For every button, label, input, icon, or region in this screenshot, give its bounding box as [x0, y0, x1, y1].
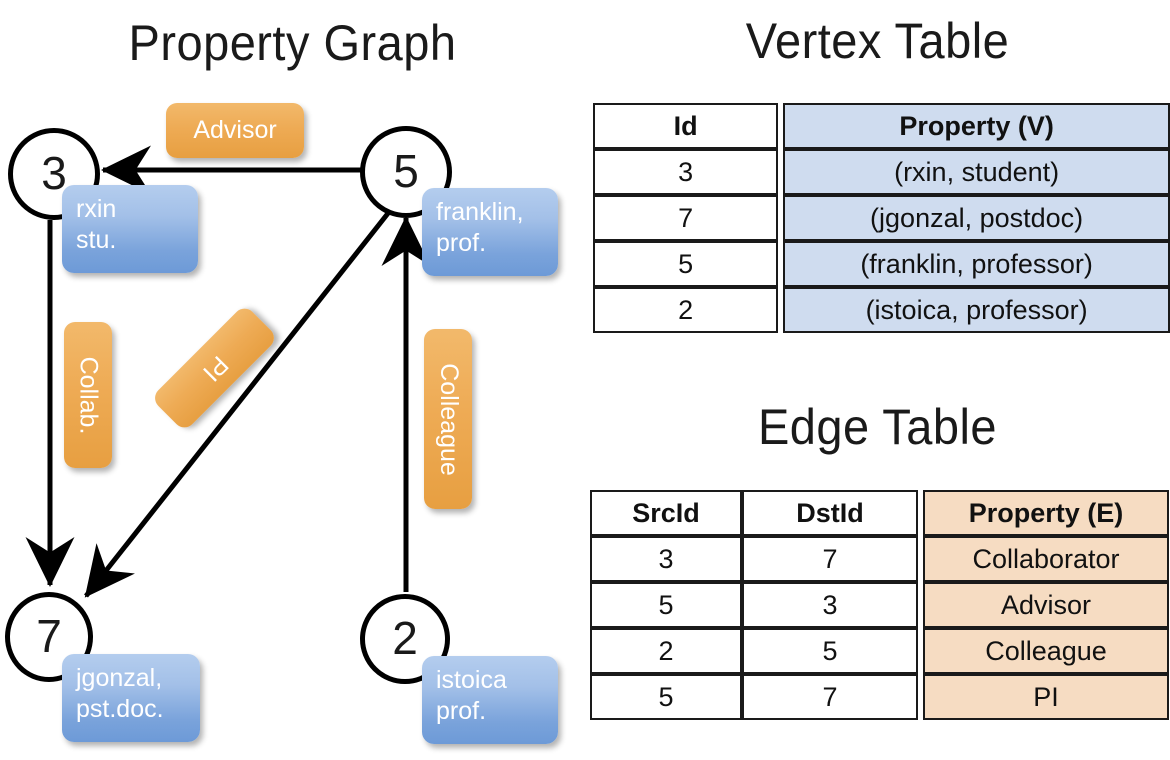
- page-title-edge-table: Edge Table: [757, 399, 998, 455]
- vertex-cell-property: (istoica, professor): [783, 287, 1170, 333]
- edge-table-column-gap: [918, 490, 923, 536]
- edge-table-header-row: SrcId DstId Property (E): [590, 490, 1169, 536]
- edge-label-colleague-text: Colleague: [434, 362, 463, 476]
- vertex-table-column-gap: [778, 287, 784, 333]
- edge-table-header-property: Property (E): [923, 490, 1169, 536]
- graph-node-5-label: 5: [393, 145, 419, 197]
- graph-node-3-label: 3: [41, 147, 67, 199]
- property-box-jgonzal-line1: jgonzal,: [76, 664, 163, 692]
- edge-label-collab-text: Collab.: [74, 356, 103, 434]
- vertex-table-column-gap: [778, 149, 784, 195]
- edge-5-to-7: [84, 210, 391, 598]
- edge-cell-srcid: 2: [590, 628, 742, 674]
- property-box-istoica-line1: istoica: [436, 666, 507, 694]
- edge-table-header-dstid: DstId: [742, 490, 918, 536]
- edge-cell-dstid: 3: [742, 582, 918, 628]
- property-box-franklin-line1: franklin,: [436, 198, 524, 226]
- graph-node-3[interactable]: 3: [8, 128, 100, 220]
- property-graph-diagram: 3 5 7 2 rxin stu. franklin, prof. jgonza…: [0, 80, 585, 760]
- vertex-cell-id: 5: [593, 241, 779, 287]
- property-box-istoica[interactable]: istoica prof.: [422, 656, 558, 744]
- edge-label-pi-text: PI: [196, 350, 234, 387]
- graph-node-5[interactable]: 5: [360, 126, 452, 218]
- edge-cell-srcid: 3: [590, 536, 742, 582]
- vertex-table-column-gap: [778, 195, 784, 241]
- property-box-jgonzal[interactable]: jgonzal, pst.doc.: [62, 654, 200, 742]
- edge-table-header-srcid: SrcId: [590, 490, 742, 536]
- edge-table-column-gap: [918, 674, 923, 720]
- table-row[interactable]: 2 5 Colleague: [590, 628, 1169, 674]
- vertex-cell-property: (jgonzal, postdoc): [783, 195, 1170, 241]
- table-row[interactable]: 5 (franklin, professor): [593, 241, 1170, 287]
- table-row[interactable]: 2 (istoica, professor): [593, 287, 1170, 333]
- property-box-rxin-line1: rxin: [76, 195, 117, 223]
- graph-node-2-label: 2: [392, 612, 418, 664]
- vertex-table-column-gap: [778, 241, 784, 287]
- vertex-cell-id: 3: [593, 149, 779, 195]
- table-row[interactable]: 5 3 Advisor: [590, 582, 1169, 628]
- graph-node-7-label: 7: [36, 610, 62, 662]
- vertex-table-header-id: Id: [593, 103, 779, 149]
- edge-label-advisor[interactable]: Advisor: [166, 103, 304, 158]
- edge-table-column-gap: [918, 536, 923, 582]
- edge-cell-dstid: 7: [742, 536, 918, 582]
- edge-cell-srcid: 5: [590, 582, 742, 628]
- edge-cell-dstid: 5: [742, 628, 918, 674]
- property-box-franklin[interactable]: franklin, prof.: [422, 188, 558, 276]
- property-box-franklin-line2: prof.: [436, 228, 487, 257]
- edge-cell-dstid: 7: [742, 674, 918, 720]
- table-row[interactable]: 3 7 Collaborator: [590, 536, 1169, 582]
- edge-table-column-gap: [918, 582, 923, 628]
- property-box-jgonzal-line2: pst.doc.: [76, 694, 164, 723]
- graph-edges-svg: [25, 145, 431, 598]
- edge-table-column-gap: [918, 628, 923, 674]
- edge-cell-property: Collaborator: [923, 536, 1169, 582]
- property-box-rxin[interactable]: rxin stu.: [62, 185, 198, 273]
- vertex-cell-id: 2: [593, 287, 779, 333]
- edge-cell-srcid: 5: [590, 674, 742, 720]
- table-row[interactable]: 3 (rxin, student): [593, 149, 1170, 195]
- vertex-table: Id Property (V) 3 (rxin, student) 7 (jgo…: [593, 103, 1170, 333]
- edge-label-colleague[interactable]: Colleague: [424, 329, 472, 509]
- edge-table: SrcId DstId Property (E) 3 7 Collaborato…: [590, 490, 1169, 720]
- vertex-cell-property: (rxin, student): [783, 149, 1170, 195]
- page-title-vertex-table: Vertex Table: [745, 13, 1010, 69]
- vertex-table-header-row: Id Property (V): [593, 103, 1170, 149]
- page-title-property-graph: Property Graph: [128, 15, 457, 71]
- vertex-table-header-property: Property (V): [783, 103, 1170, 149]
- table-row[interactable]: 5 7 PI: [590, 674, 1169, 720]
- edge-label-advisor-text: Advisor: [193, 116, 277, 144]
- edge-cell-property: PI: [923, 674, 1169, 720]
- edge-cell-property: Advisor: [923, 582, 1169, 628]
- vertex-cell-property: (franklin, professor): [783, 241, 1170, 287]
- edge-cell-property: Colleague: [923, 628, 1169, 674]
- edge-label-collab[interactable]: Collab.: [64, 322, 112, 468]
- property-box-istoica-line2: prof.: [436, 696, 487, 725]
- vertex-cell-id: 7: [593, 195, 779, 241]
- property-box-rxin-line2: stu.: [76, 225, 117, 254]
- table-row[interactable]: 7 (jgonzal, postdoc): [593, 195, 1170, 241]
- vertex-table-column-gap: [778, 103, 784, 149]
